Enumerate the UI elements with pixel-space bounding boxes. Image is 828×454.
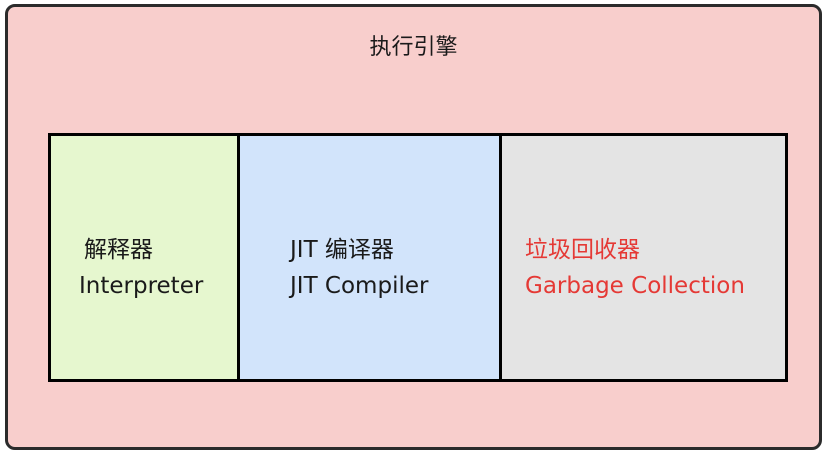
- jit-compiler-label-zh: JIT 编译器: [290, 237, 394, 263]
- interpreter-label-zh: 解释器: [84, 237, 153, 263]
- jit-compiler-box: JIT 编译器 JIT Compiler: [237, 133, 503, 382]
- jit-compiler-label-en: JIT Compiler: [290, 273, 429, 299]
- garbage-collection-box: 垃圾回收器 Garbage Collection: [499, 133, 788, 382]
- interpreter-label: 解释器 Interpreter: [79, 232, 203, 304]
- garbage-collection-label-en: Garbage Collection: [525, 273, 745, 299]
- garbage-collection-label-zh: 垃圾回收器: [525, 237, 640, 263]
- execution-engine-title: 执行引擎: [369, 35, 458, 60]
- interpreter-label-en: Interpreter: [79, 273, 204, 299]
- jit-compiler-label: JIT 编译器 JIT Compiler: [290, 232, 428, 304]
- garbage-collection-label: 垃圾回收器 Garbage Collection: [525, 232, 745, 304]
- interpreter-box: 解释器 Interpreter: [48, 133, 241, 382]
